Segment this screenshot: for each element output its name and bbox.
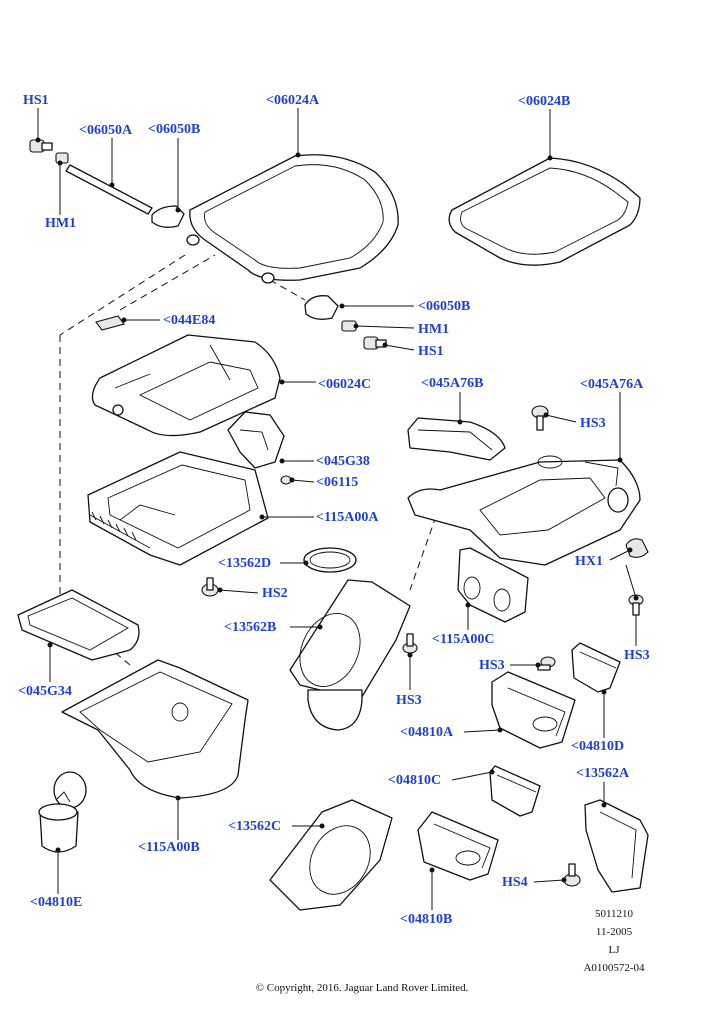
label-hm1-mid: HM1 [418,322,450,337]
leader-lines [35,108,639,910]
screw-hs3-mid [537,656,556,671]
label-hs3-center: HS3 [396,693,422,708]
label-06050b-top: <06050B [148,122,201,137]
ashtray-04810e [38,771,87,853]
label-06024c: <06024C [318,377,372,392]
holder-04810b [417,811,499,881]
label-hs3-top: HS3 [580,416,606,431]
bracket-13562a [584,799,649,893]
label-hs1-mid: HS1 [418,344,444,359]
seal-ring-13562d [303,547,357,573]
drawing-date: 11-2005 [595,926,633,938]
label-06024a: <06024A [266,93,320,108]
label-13562a: <13562A [576,766,630,781]
armrest-lid-06024b [448,157,641,266]
label-hm1-left: HM1 [45,216,77,231]
label-hx1: HX1 [575,554,603,569]
label-hs2: HS2 [262,586,288,601]
label-115a00b: <115A00B [138,840,200,855]
label-04810a: <04810A [400,725,454,740]
copyright-notice: © Copyright, 2016. Jaguar Land Rover Lim… [255,982,469,994]
clip-hx1 [625,538,649,558]
trim-panel-045a76a [407,455,641,566]
latch-045g38 [227,411,285,469]
label-04810d: <04810D [571,739,625,754]
screw-hs3-right [628,594,644,616]
tag-044e84 [95,315,125,331]
holder-04810a [491,671,576,749]
screw-hs3-top [531,405,549,431]
label-hs3-right: HS3 [624,648,650,663]
hinge-bracket-06050b-mid [304,295,339,320]
frame-13562c [269,799,393,911]
drawing-initials: LJ [608,944,620,956]
label-13562c: <13562C [228,819,282,834]
label-06024b: <06024B [518,94,571,109]
label-06050a: <06050A [79,123,133,138]
upper-tray-06024c [91,334,281,437]
drawing-number: 5011210 [594,908,634,920]
armrest-lid-06024a [186,154,399,284]
storage-bin-115a00b [61,659,249,799]
hinge-pin-06050a [65,164,153,215]
label-045g38: <045G38 [316,454,370,469]
screw-hs1-top [29,139,53,153]
label-115a00c: <115A00C [432,632,495,647]
label-06050b-mid: <06050B [418,299,471,314]
cover-045a76b [407,417,506,461]
label-hs3-mid: HS3 [479,658,505,673]
cupholder-insert-115a00c [457,547,529,623]
label-hs1-top: HS1 [23,93,49,108]
label-044e84: <044E84 [163,313,216,328]
label-045g34: <045G34 [18,684,72,699]
bezel-13562b [289,579,411,731]
label-04810c: <04810C [388,773,442,788]
screw-hs1-mid [363,336,387,350]
label-045a76a: <045A76A [580,377,644,392]
screw-hs3-center [402,633,418,654]
label-hs4: HS4 [502,875,528,890]
label-045a76b: <045A76B [421,376,484,391]
screw-hs4 [563,863,581,887]
cup-04810d [571,642,621,693]
label-06115: <06115 [316,475,359,490]
label-04810e: <04810E [30,895,83,910]
console-housing-115a00a [87,451,269,566]
screw-hs2 [201,577,219,597]
label-04810b: <04810B [400,912,453,927]
label-115a00a: <115A00A [316,510,379,525]
label-13562b: <13562B [224,620,277,635]
lid-panel-045g34 [17,589,140,661]
cup-04810c [489,765,541,817]
label-13562d: <13562D [218,556,272,571]
drawing-reference: A0100572-04 [583,962,645,974]
